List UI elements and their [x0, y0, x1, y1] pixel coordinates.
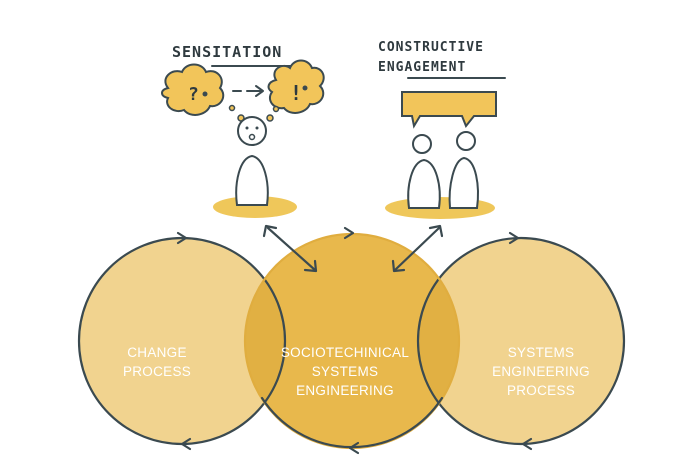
question-mark: ?: [188, 84, 200, 105]
arrow-right-bottom-icon: [521, 437, 533, 451]
pair-person-right-body: [448, 156, 479, 209]
arrow-right-top-icon: [508, 231, 520, 245]
link-engagement-head-bottom-icon: [391, 259, 406, 273]
circle-systems-engineering-process: [418, 238, 624, 444]
arrow-center-bottom-icon: [348, 441, 360, 455]
person-ground-shadow: [213, 196, 297, 218]
label-systems-center: SYSTEMS: [312, 364, 379, 379]
pair-person-right-head: [456, 131, 476, 151]
label-systems-right: SYSTEMS: [508, 345, 575, 360]
link-sensitation-line: [266, 226, 317, 272]
thought-arrow-head: [255, 85, 264, 97]
person-eye-left: [245, 126, 249, 130]
thought-trail-dot-3: [272, 105, 280, 113]
heading-sensitation: SENSITATION: [172, 43, 282, 61]
question-dot: [202, 91, 208, 97]
label-engineering-center: ENGINEERING: [296, 383, 394, 398]
outline-right: [416, 236, 626, 446]
pair-person-left-head: [412, 134, 432, 154]
speech-banner: [401, 91, 497, 129]
heading-engagement: ENGAGEMENT: [378, 60, 466, 75]
thought-trail-dot-4: [266, 114, 274, 122]
link-sensitation-head-top-icon: [262, 224, 278, 238]
circle-sociotechnical-systems-engineering: [245, 234, 459, 448]
label-process-right: PROCESS: [507, 383, 575, 398]
link-engagement-line: [393, 226, 441, 272]
thought-trail-dot-1: [228, 104, 236, 112]
exclamation-mark: !: [290, 81, 303, 105]
person-head-surprised: [237, 116, 267, 146]
link-sensitation-head-bottom-icon: [303, 259, 318, 273]
exclamation-dot: [302, 85, 308, 91]
thought-cloud-question: [161, 63, 225, 116]
link-engagement-head-top-icon: [428, 224, 444, 238]
label-engineering-right: ENGINEERING: [492, 364, 590, 379]
pair-person-left-body: [407, 158, 441, 209]
person-eye-right: [255, 126, 259, 130]
person-body: [235, 154, 269, 206]
thought-cloud-exclamation: [267, 59, 325, 114]
person-mouth: [248, 133, 256, 141]
arrow-left-bottom-icon: [180, 437, 192, 451]
label-sociotechinical: SOCIOTECHINICAL: [281, 345, 409, 360]
heading-constructive: CONSTRUCTIVE: [378, 40, 484, 55]
label-change: CHANGE: [127, 345, 187, 360]
arrow-left-top-icon: [176, 231, 188, 245]
label-process-left: PROCESS: [123, 364, 191, 379]
arrow-center-top-icon: [343, 226, 355, 240]
circle-change-process: [79, 238, 285, 444]
